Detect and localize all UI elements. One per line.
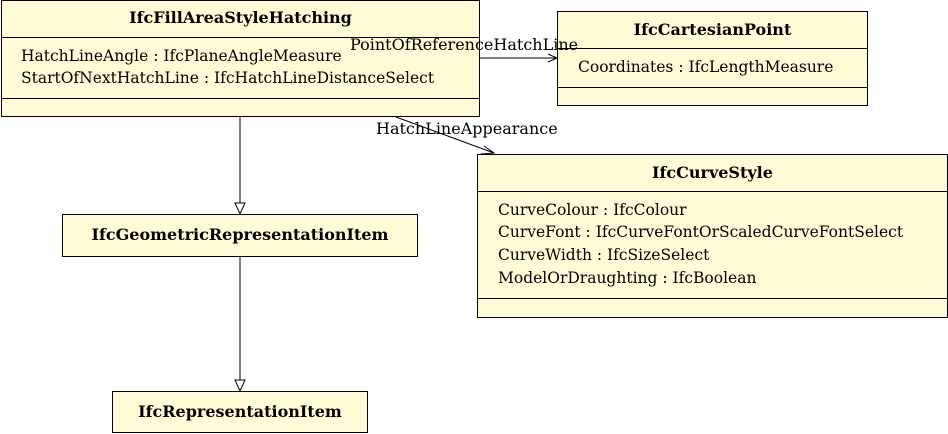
- attribute: CurveWidth : IfcSizeSelect: [498, 246, 710, 264]
- generalization-edge-2: [234, 256, 246, 393]
- attribute: CurveFont : IfcCurveFontOrScaledCurveFon…: [498, 223, 904, 241]
- attribute: StartOfNextHatchLine : IfcHatchLineDista…: [21, 69, 435, 87]
- class-separator: [478, 298, 947, 299]
- class-ifc-curve-style: IfcCurveStyle CurveColour : IfcColour Cu…: [477, 154, 948, 318]
- attribute: ModelOrDraughting : IfcBoolean: [498, 269, 757, 287]
- generalization-edge-1: [234, 117, 246, 216]
- attribute: HatchLineAngle : IfcPlaneAngleMeasure: [21, 47, 342, 65]
- association-label-hatch-line-appearance: HatchLineAppearance: [376, 119, 558, 138]
- attribute: CurveColour : IfcColour: [498, 201, 687, 219]
- class-separator: [478, 191, 947, 192]
- class-ifc-geometric-representation-item: IfcGeometricRepresentationItem: [62, 214, 418, 257]
- class-name: IfcCartesianPoint: [633, 20, 792, 39]
- class-name: IfcCurveStyle: [652, 163, 773, 182]
- association-hatch-line-appearance-edge: [395, 116, 496, 155]
- class-ifc-fill-area-style-hatching: IfcFillAreaStyleHatching HatchLineAngle …: [1, 0, 480, 117]
- association-point-of-reference-edge: [480, 53, 559, 63]
- association-label-point-of-reference: PointOfReferenceHatchLine: [350, 35, 579, 54]
- class-separator: [558, 87, 867, 88]
- class-separator: [558, 48, 867, 49]
- class-name: IfcRepresentationItem: [138, 402, 342, 421]
- class-name: IfcGeometricRepresentationItem: [91, 225, 389, 244]
- class-ifc-cartesian-point: IfcCartesianPoint Coordinates : IfcLengt…: [557, 11, 868, 106]
- class-separator: [2, 98, 479, 99]
- attribute: Coordinates : IfcLengthMeasure: [578, 58, 834, 76]
- class-name: IfcFillAreaStyleHatching: [129, 8, 352, 27]
- class-ifc-representation-item: IfcRepresentationItem: [112, 391, 368, 433]
- class-separator: [2, 37, 479, 38]
